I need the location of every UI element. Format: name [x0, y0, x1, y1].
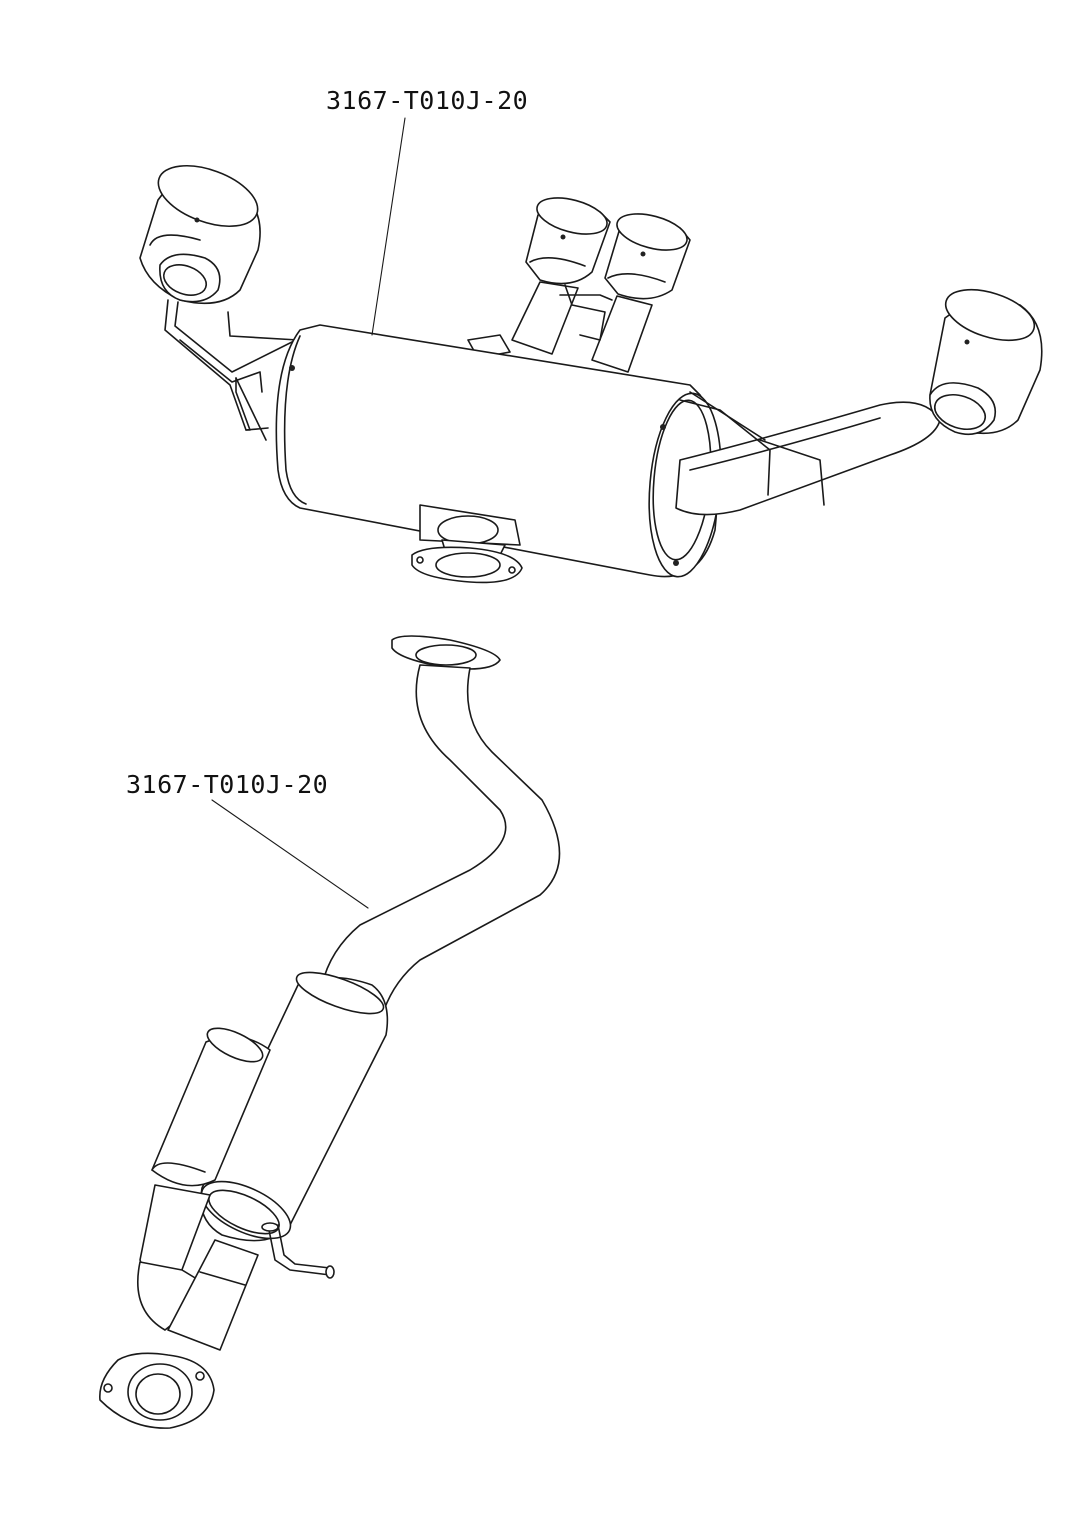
- rear-section-part-number: 3167-T010J-20: [326, 86, 529, 115]
- front-bottom-flange: [99, 1352, 215, 1429]
- s-bend-pipe: [321, 664, 561, 1011]
- front-section-part-number: 3167-T010J-20: [126, 770, 329, 799]
- rear-muffler-assembly: [139, 164, 1043, 584]
- front-outlet-pipe: [167, 1222, 335, 1351]
- main-resonator: [200, 971, 389, 1242]
- rear-inlet-flange: [411, 539, 523, 584]
- leader-line-mid: [211, 799, 369, 909]
- center-dual-tips: [467, 197, 691, 373]
- front-pipe-assembly: [99, 635, 561, 1429]
- front-top-flange: [391, 635, 501, 670]
- main-muffler: [275, 324, 722, 578]
- leader-line-top: [371, 117, 406, 336]
- right-tailpipe: [675, 391, 941, 516]
- left-outer-tip: [139, 164, 261, 305]
- left-hanger-bracket: [164, 299, 301, 441]
- right-outer-tip: [929, 288, 1043, 436]
